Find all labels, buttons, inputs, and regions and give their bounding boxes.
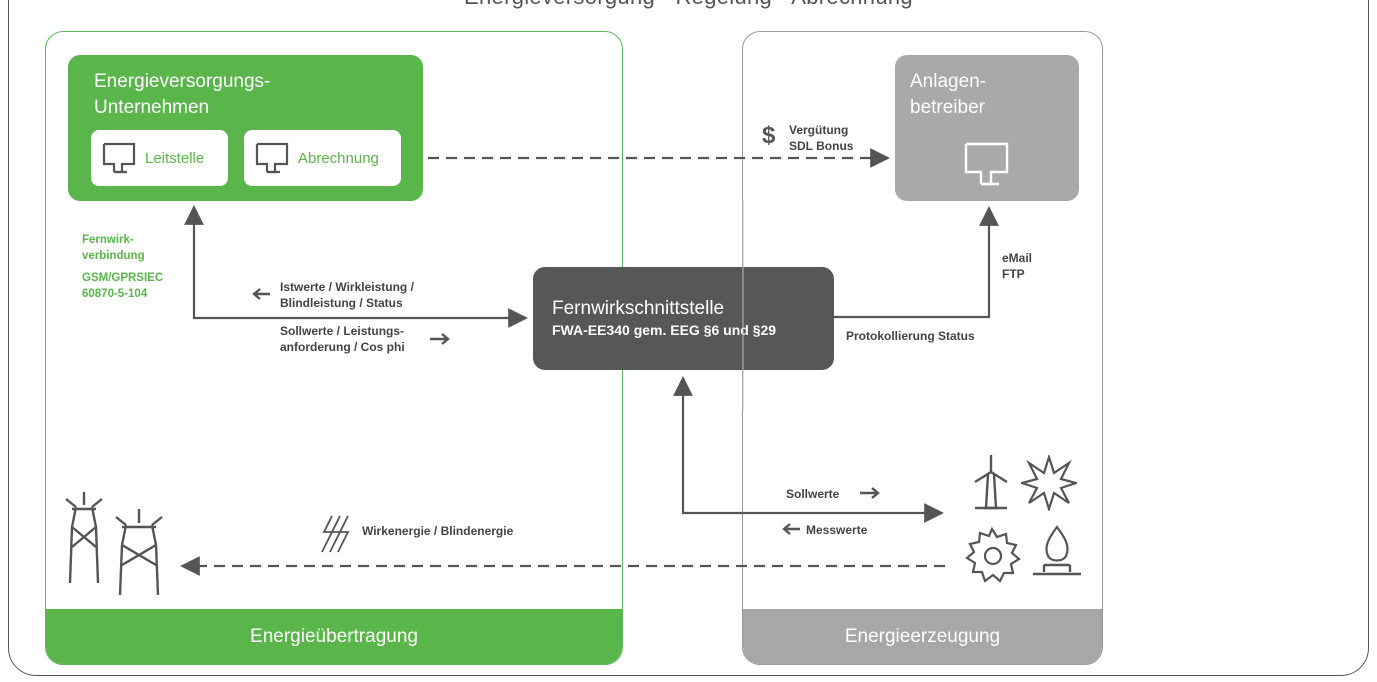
lightning-icon: [321, 515, 350, 553]
actual-values-label: Istwerte / Wirkleistung / Blindleistung …: [280, 280, 414, 310]
outer-frame: [8, 0, 1369, 676]
power-pylon-icon: [65, 492, 163, 596]
plant-operator-title: Anlagen- betreiber: [910, 71, 987, 118]
zone-energy-generation: Energieerzeugung: [742, 31, 1103, 665]
zone-energy-transmission: Energieübertragung: [45, 31, 623, 665]
telecontrol-connection-line: [184, 205, 528, 328]
zone-label-generation: Energieerzeugung: [743, 609, 1102, 664]
arrow-right-icon: [430, 333, 450, 345]
monitor-icon: [964, 142, 1009, 186]
arrow-left-icon: [782, 523, 800, 535]
logging-line: [834, 206, 999, 319]
telecontrol-interface-subtitle: FWA-EE340 gem. EEG §6 und §29: [552, 322, 777, 338]
zone-label-transmission: Energieübertragung: [46, 609, 622, 664]
gas-flame-icon: [1033, 525, 1081, 576]
payment-label: Vergütung SDL Bonus: [789, 123, 854, 153]
generation-setpoints-label: Sollwerte: [786, 487, 840, 501]
arrow-right-icon: [860, 487, 880, 499]
control-center-card: Leitstelle: [91, 130, 228, 186]
top-caption: Energieversorgung · Regelung · Abrechnun…: [0, 0, 1377, 10]
telecontrol-interface-box: [533, 267, 834, 370]
billing-label: Abrechnung: [298, 149, 379, 167]
logging-status-label: Protokollierung Status: [846, 329, 975, 343]
telecontrol-interface-title: Fernwirkschnittstelle: [552, 298, 725, 319]
telecontrol-link-label: Fernwirk- verbindung: [82, 234, 145, 262]
utility-company-title: Energieversorgungs- Unternehmen: [94, 71, 271, 118]
monitor-icon: [102, 142, 136, 174]
arrow-left-icon: [252, 288, 270, 300]
measured-values-label: Messwerte: [806, 523, 868, 537]
gear-icon: [965, 526, 1021, 583]
generation-control-line: [673, 376, 944, 523]
billing-card: Abrechnung: [244, 130, 401, 186]
wind-turbine-icon: [974, 455, 1008, 510]
email-ftp-label: eMail FTP: [1002, 251, 1033, 281]
plant-operator-box: [895, 55, 1079, 201]
setpoints-label: Sollwerte / Leistungs- anforderung / Cos…: [280, 324, 405, 354]
sun-icon: [1021, 455, 1077, 511]
control-center-label: Leitstelle: [145, 149, 205, 167]
energy-label: Wirkenergie / Blindenergie: [362, 524, 514, 538]
protocol-label: GSM/GPRSIEC 60870-5-104: [82, 272, 164, 300]
dollar-icon: $: [762, 122, 776, 149]
monitor-icon: [255, 142, 289, 174]
